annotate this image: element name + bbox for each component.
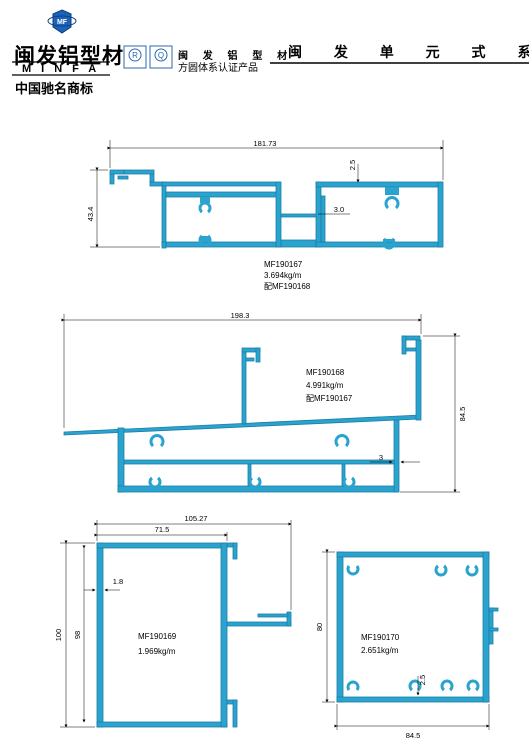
profile-code: MF190169 <box>138 632 177 641</box>
dim-height: 80 <box>315 623 324 631</box>
profile-label-mf190170: MF190170 2.651kg/m <box>361 631 399 657</box>
dim-height-total: 100 <box>54 629 63 642</box>
profile-mf190169: 105.27 71.5 1.8 100 98 <box>54 514 292 728</box>
dim-width: 198.3 <box>231 311 250 320</box>
dim-top: 2.5 <box>348 160 357 170</box>
minfa-logo-icon: MF <box>47 9 77 34</box>
dim-height: 84.5 <box>458 407 467 422</box>
profile-label-mf190167: MF190167 3.694kg/m 配MF190168 <box>264 259 310 292</box>
cert-r-letter: R <box>132 51 138 60</box>
cert-title: 闽 发 铝 型 材 <box>178 51 294 62</box>
profile-code: MF190170 <box>361 633 400 642</box>
profile-label-mf190169: MF190169 1.969kg/m <box>138 629 176 659</box>
dim-height: 43.4 <box>86 207 95 222</box>
dim-height-inner: 98 <box>73 631 82 639</box>
profile-code: MF190168 <box>306 368 345 377</box>
cert-r-icon: R <box>123 45 147 69</box>
dim-wall: 2.5 <box>418 675 427 685</box>
cert-q-icon: Q <box>149 45 173 69</box>
brand-name: 闽发铝型材 <box>14 44 124 68</box>
dim-width-inner: 71.5 <box>155 525 170 534</box>
dim-width: 84.5 <box>406 731 421 740</box>
cert-subtitle: 方圆体系认证产品 <box>178 63 258 74</box>
profile-weight: 3.694kg/m <box>264 271 302 280</box>
series-title: 闽 发 单 元 式 系 列 断 面 <box>288 44 529 60</box>
profile-match: 配MF190168 <box>264 282 311 291</box>
profile-weight: 2.651kg/m <box>361 646 399 655</box>
profile-mf190167: 181.73 43.4 2.5 3.0 <box>86 139 444 250</box>
profile-mf190170: 80 2.5 84.5 <box>315 549 499 740</box>
profile-label-mf190168: MF190168 4.991kg/m 配MF190167 <box>306 366 352 405</box>
logo-text: MF <box>57 19 68 26</box>
cert-q-letter: Q <box>158 51 164 60</box>
slogan: 中国驰名商标 <box>15 81 94 96</box>
header-graphics: MF R Q <box>12 9 529 76</box>
dim-wall: 1.8 <box>113 577 123 586</box>
profile-code: MF190167 <box>264 260 303 269</box>
profile-weight: 1.969kg/m <box>138 647 176 656</box>
dim-wall: 3 <box>379 453 383 462</box>
profile-weight: 4.991kg/m <box>306 381 344 390</box>
profile-match: 配MF190167 <box>306 394 353 403</box>
profile-mf190168: 198.3 84.5 3 <box>61 311 467 493</box>
dim-width: 181.73 <box>254 139 277 148</box>
brand-latin: MINFA <box>22 63 107 75</box>
dim-wall: 3.0 <box>334 205 344 214</box>
dim-width-total: 105.27 <box>185 514 208 523</box>
